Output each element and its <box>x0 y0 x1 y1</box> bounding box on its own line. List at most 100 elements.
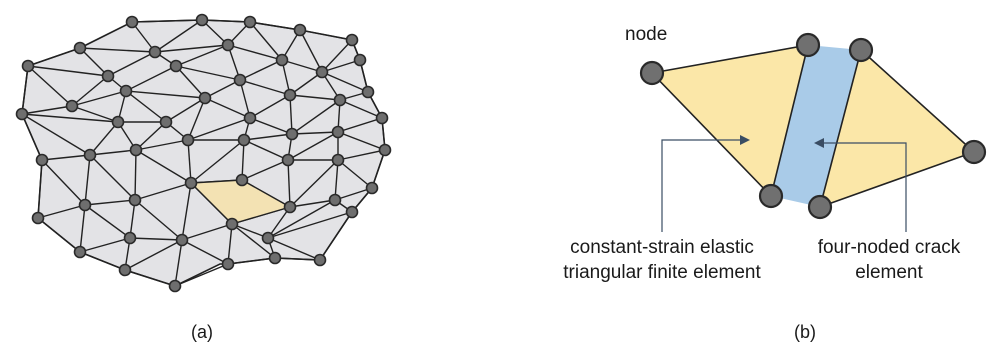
triangle-label-line2: triangular finite element <box>563 262 761 283</box>
mesh-node <box>221 257 235 271</box>
mesh-edge <box>267 206 291 239</box>
mesh-edge <box>21 113 43 161</box>
mesh-edge <box>41 154 91 161</box>
mesh-edge <box>319 211 353 261</box>
triangle-label-line1: constant-strain elastic <box>570 237 754 258</box>
mesh-node <box>118 263 132 277</box>
mesh-node <box>378 143 392 157</box>
mesh-edge <box>134 149 137 201</box>
mesh-edge <box>37 217 81 253</box>
mesh-edge <box>21 113 91 156</box>
mesh-edge <box>187 117 251 141</box>
mesh-edge <box>243 133 293 141</box>
mesh-nodes <box>15 13 392 293</box>
mesh-node <box>281 153 295 167</box>
mesh-edge <box>239 59 283 81</box>
highlight-edge <box>241 179 291 208</box>
mesh-edge <box>175 65 241 81</box>
mesh-node <box>237 133 251 147</box>
mesh-edge <box>249 94 291 119</box>
triangle-arrow-icon <box>740 135 750 145</box>
mesh-node <box>65 99 79 113</box>
highlighted-element <box>191 180 290 224</box>
mesh-edge <box>321 71 369 93</box>
mesh-edge <box>249 21 283 61</box>
mesh-node <box>21 59 35 73</box>
mesh-node <box>168 279 182 293</box>
highlight-edge <box>190 179 243 184</box>
mesh-edge <box>337 159 373 189</box>
mesh-edge <box>339 99 383 119</box>
crack-element <box>771 45 861 207</box>
mesh-node <box>233 73 247 87</box>
mesh-edge <box>175 44 229 67</box>
mesh-edge <box>337 149 386 161</box>
mesh-edge <box>227 257 276 265</box>
mesh-edge <box>37 204 86 219</box>
mesh-edge <box>134 182 192 201</box>
mesh-edge <box>187 97 206 141</box>
mesh-edge <box>37 159 43 219</box>
mesh-node <box>261 231 275 245</box>
mesh-edge <box>135 139 189 151</box>
mesh-edge <box>181 182 192 241</box>
highlight-edge <box>190 182 233 225</box>
mesh-edge <box>239 79 251 119</box>
mesh-edge <box>71 75 109 107</box>
mesh-edge <box>287 159 291 208</box>
mesh-node <box>345 205 359 219</box>
mesh-node <box>331 125 345 139</box>
mesh-edge <box>124 239 183 271</box>
mesh-edge <box>289 159 339 208</box>
mesh-node <box>283 200 297 214</box>
node-label: node <box>625 24 667 45</box>
crack-label-line2: element <box>855 262 923 283</box>
mesh-node <box>345 33 359 47</box>
triangle-leader-line <box>661 139 742 232</box>
mesh-edge <box>79 47 109 77</box>
mesh-edge <box>79 21 133 49</box>
mesh-node <box>101 69 115 83</box>
mesh-node <box>125 15 139 29</box>
mesh-edge <box>181 223 233 241</box>
mesh-edge <box>84 204 131 239</box>
mesh-edge <box>129 237 183 241</box>
mesh-edge <box>299 29 323 73</box>
mesh-edge <box>241 139 245 181</box>
mesh-edge <box>174 263 229 287</box>
mesh-edge <box>249 117 293 135</box>
mesh-edge <box>79 204 86 253</box>
mesh-node <box>283 88 297 102</box>
mesh-edge <box>27 65 73 107</box>
mesh-node <box>328 193 342 207</box>
mesh-node <box>315 65 329 79</box>
mesh-edge <box>71 105 119 123</box>
mesh-edge <box>281 59 323 73</box>
mesh-edge <box>79 251 126 271</box>
mesh-edge <box>135 121 167 151</box>
mesh-edge <box>174 239 183 287</box>
mesh-edge <box>287 131 339 161</box>
mesh-node <box>313 253 327 267</box>
highlight-edge <box>231 206 291 225</box>
mesh-edge <box>267 199 336 239</box>
node-bottom-right <box>807 194 833 220</box>
mesh-node <box>159 115 173 129</box>
mesh-edge <box>267 237 321 261</box>
mesh-node <box>275 53 289 67</box>
mesh-edge <box>41 159 86 206</box>
left-triangle-element <box>650 43 810 198</box>
node-left <box>639 60 665 86</box>
crack-label-line1: four-noded crack <box>818 237 961 258</box>
mesh-edge <box>334 187 373 201</box>
node-bottom-left <box>758 183 784 209</box>
mesh-edge <box>27 47 81 67</box>
mesh-node <box>195 13 209 27</box>
mesh-node <box>148 45 162 59</box>
mesh-node <box>375 111 389 125</box>
mesh-node <box>83 148 97 162</box>
mesh-edge <box>289 94 293 135</box>
node-top-right <box>848 37 874 63</box>
mesh-edge <box>129 199 136 239</box>
mesh-node <box>243 15 257 29</box>
